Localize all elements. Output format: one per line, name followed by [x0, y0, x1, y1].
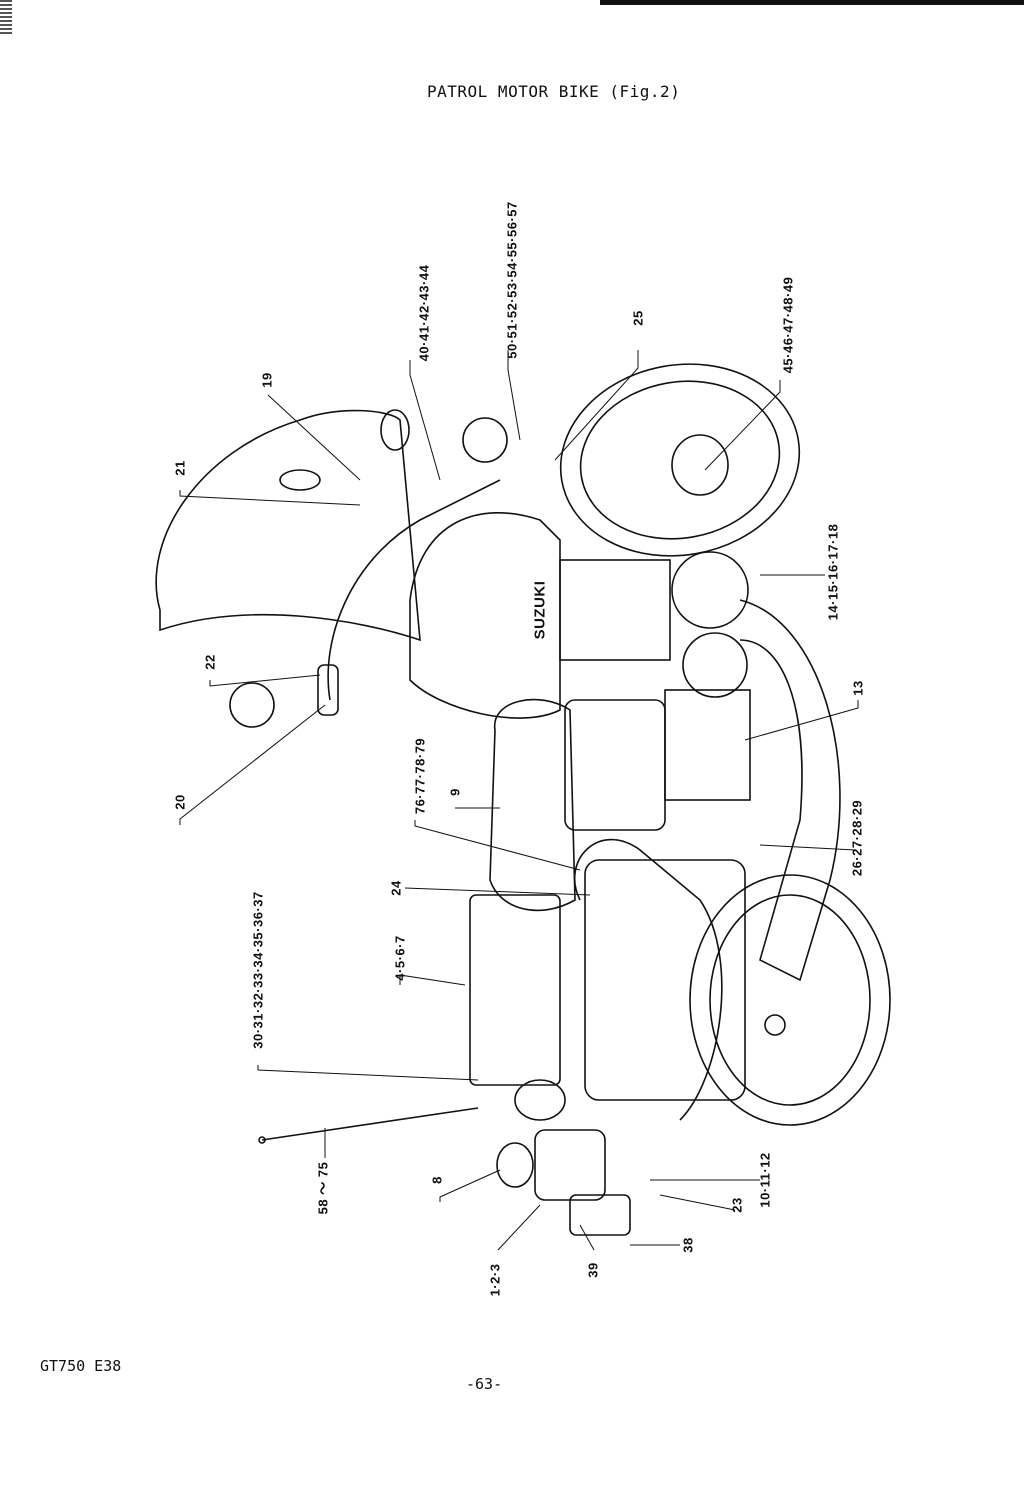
callout-10-12: 10·11·12 [757, 1152, 773, 1208]
turn-signal [496, 1142, 534, 1188]
callout-8: 8 [429, 1176, 445, 1184]
callout-26-29: 26·27·28·29 [849, 799, 865, 877]
callout-30-37: 30·31·32·33·34·35·36·37 [250, 891, 266, 1049]
rear-wheel [689, 874, 891, 1126]
scan-top-border [600, 0, 1024, 5]
mirror-left [229, 682, 275, 728]
scan-edge-mark [0, 0, 12, 34]
rear-lamp [514, 1079, 566, 1121]
callout-1-3: 1·2·3 [487, 1263, 503, 1297]
callout-4-7: 4·5·6·7 [392, 935, 408, 981]
leader-lines [179, 350, 859, 1251]
callout-39: 39 [585, 1262, 601, 1278]
grip [317, 664, 339, 716]
tank-brand-logo: SUZUKI [531, 580, 549, 640]
callout-22: 22 [202, 654, 218, 670]
page-title: PATROL MOTOR BIKE (Fig.2) [427, 82, 681, 101]
crash-guard [574, 838, 723, 1121]
handlebar [327, 479, 501, 701]
speedometer [380, 409, 410, 451]
callout-76-79: 76·77·78·79 [412, 737, 428, 815]
callout-25: 25 [630, 310, 646, 326]
antenna [261, 1107, 479, 1141]
callout-40-44: 40·41·42·43·44 [416, 264, 432, 362]
callout-38: 38 [680, 1237, 696, 1253]
seat [489, 698, 576, 912]
front-wheel [559, 363, 801, 557]
model-code: GT750 E38 [40, 1357, 122, 1375]
callout-20: 20 [172, 794, 188, 810]
mirror-right [279, 469, 321, 491]
callout-24: 24 [388, 880, 404, 896]
page-number: -63- [466, 1375, 503, 1393]
tail-light [534, 1129, 606, 1201]
engine [559, 551, 751, 831]
saddlebag [584, 859, 746, 1101]
exhaust-pipe [739, 599, 841, 982]
callout-14-18: 14·15·16·17·18 [825, 523, 841, 621]
callout-50-57: 50·51·52·53·54·55·56·57 [504, 201, 520, 359]
callout-21: 21 [172, 460, 188, 476]
headlamp [462, 417, 508, 463]
callout-23: 23 [729, 1197, 745, 1213]
callout-45-49: 45·46·47·48·49 [780, 276, 796, 374]
callout-9: 9 [447, 788, 463, 796]
windshield [155, 409, 421, 642]
fuel-tank [409, 512, 561, 719]
radio-box [469, 894, 561, 1086]
callout-13: 13 [850, 680, 866, 696]
callout-58-75: 58 ～ 75 [315, 1161, 331, 1215]
rear-box [569, 1194, 631, 1236]
callout-19: 19 [259, 372, 275, 388]
